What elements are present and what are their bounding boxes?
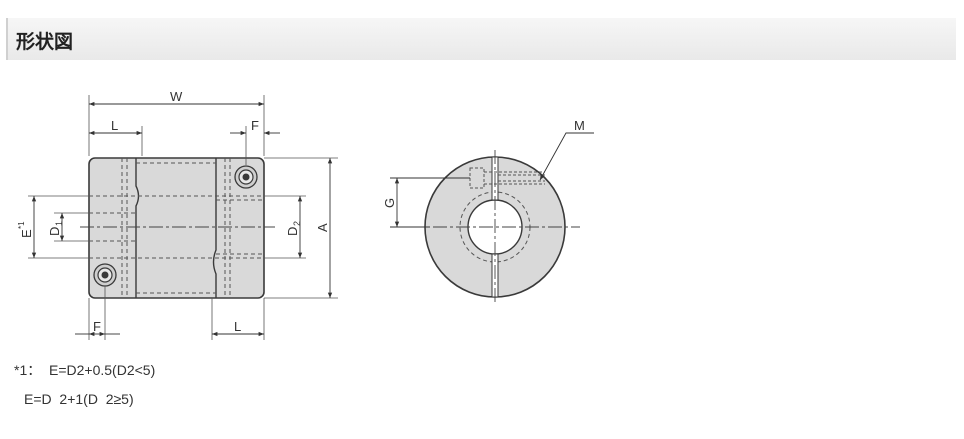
label-L-bottom: L — [234, 319, 241, 334]
label-L-top: L — [111, 118, 118, 133]
label-G: G — [382, 198, 397, 208]
section-header: 形状図 — [6, 18, 956, 60]
label-M: M — [574, 118, 585, 133]
label-E-main: E — [19, 229, 34, 238]
extension-lines — [28, 95, 338, 340]
label-D1-sub: 1 — [54, 221, 64, 226]
section-title: 形状図 — [16, 31, 74, 53]
screw-top-icon — [234, 165, 258, 189]
label-F-bottom: F — [93, 319, 101, 334]
screw-bottom-icon — [93, 263, 117, 287]
label-D2-sub: 2 — [292, 221, 302, 226]
note-line-1: *1： E=D2+0.5(D2<5) — [14, 362, 156, 378]
label-F-top: F — [251, 118, 259, 133]
label-W: W — [170, 89, 183, 104]
m-leader-line — [539, 132, 594, 181]
dimension-lines — [31, 101, 333, 337]
label-E-sup: *1 — [17, 221, 26, 229]
label-A: A — [315, 223, 330, 232]
label-D1-main: D — [47, 227, 62, 236]
label-D1: D 1 — [47, 221, 64, 236]
g-dimension — [390, 177, 470, 228]
split-right-profile — [212, 158, 217, 298]
front-view: G M — [382, 118, 594, 305]
label-E: E *1 — [17, 221, 34, 238]
coupling-body — [88, 157, 265, 299]
note-line-2: E=D 2+1(D 2≥5) — [24, 391, 134, 407]
label-D2: D 2 — [285, 221, 302, 236]
slit-hidden-lines — [89, 158, 264, 298]
label-D2-main: D — [285, 227, 300, 236]
side-view: W L F A D 2 E *1 D 1 F L — [17, 89, 338, 340]
